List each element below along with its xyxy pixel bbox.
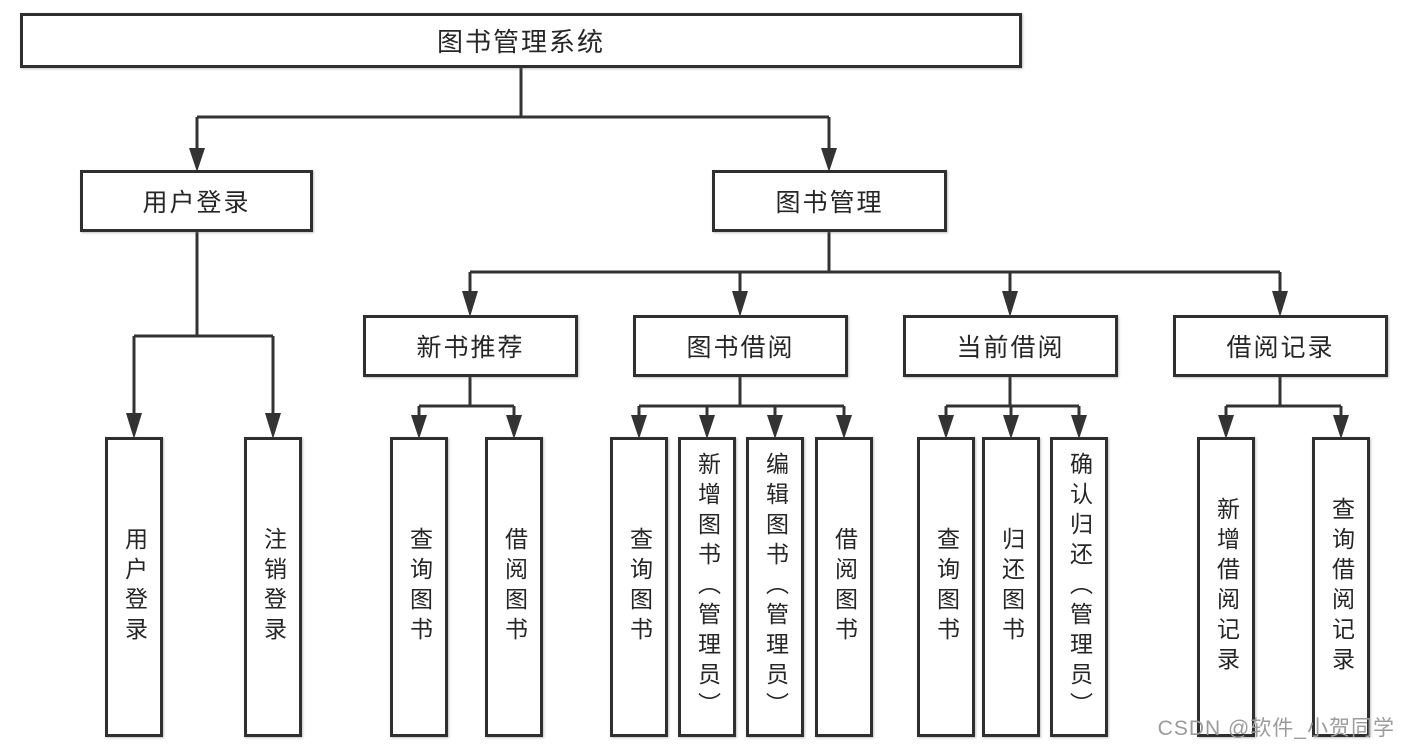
leaf-label: 归还图书	[998, 527, 1025, 647]
leaf-label: 查询图书	[933, 527, 960, 647]
node-book-management-group: 图书管理	[712, 170, 947, 232]
node-leaf-current-query-books: 查询图书	[917, 437, 975, 737]
node-leaf-borrow-books: 借阅图书	[815, 437, 873, 737]
node-current-borrow: 当前借阅	[903, 315, 1118, 377]
leaf-label: 用户登录	[121, 527, 148, 647]
node-leaf-edit-books-admin: 编辑图书（管理员）	[746, 437, 804, 737]
connector-book-management-modules	[462, 232, 1288, 317]
node-leaf-return-books: 归还图书	[982, 437, 1040, 737]
node-leaf-borrow-query-books: 查询图书	[610, 437, 668, 737]
leaf-label: 借阅图书	[831, 527, 858, 647]
node-leaf-recommend-query-books: 查询图书	[390, 437, 448, 737]
node-leaf-recommend-borrow-books: 借阅图书	[485, 437, 543, 737]
connector-borrow-records-children	[1218, 377, 1349, 439]
leaf-label: 借阅图书	[501, 527, 528, 647]
node-root-title: 图书管理系统	[20, 13, 1022, 68]
node-leaf-confirm-return-admin: 确认归还（管理员）	[1050, 437, 1108, 737]
leaf-label: 查询图书	[406, 527, 433, 647]
connector-current-borrow-children	[938, 377, 1087, 439]
node-leaf-user-login: 用户登录	[105, 437, 163, 737]
node-leaf-add-books-admin: 新增图书（管理员）	[678, 437, 736, 737]
leaf-label: 确认归还（管理员）	[1066, 452, 1093, 722]
node-user-login-group: 用户登录	[80, 170, 313, 232]
node-leaf-logout: 注销登录	[244, 437, 302, 737]
leaf-label: 注销登录	[260, 527, 287, 647]
node-book-borrow: 图书借阅	[633, 315, 848, 377]
leaf-label: 编辑图书（管理员）	[762, 452, 789, 722]
connector-new-book-recommend-children	[411, 377, 522, 439]
leaf-label: 查询借阅记录	[1328, 497, 1355, 677]
leaf-label: 新增图书（管理员）	[694, 452, 721, 722]
connector-root-to-level2	[189, 68, 837, 172]
node-leaf-query-borrow-record: 查询借阅记录	[1312, 437, 1370, 737]
connector-user-login-children	[126, 232, 281, 439]
node-new-book-recommend: 新书推荐	[363, 315, 578, 377]
leaf-label: 查询图书	[626, 527, 653, 647]
watermark: CSDN @软件_小贺同学	[1157, 717, 1395, 740]
connector-book-borrow-children	[631, 377, 852, 439]
node-borrow-records: 借阅记录	[1173, 315, 1388, 377]
leaf-label: 新增借阅记录	[1213, 497, 1240, 677]
node-leaf-add-borrow-record: 新增借阅记录	[1197, 437, 1255, 737]
